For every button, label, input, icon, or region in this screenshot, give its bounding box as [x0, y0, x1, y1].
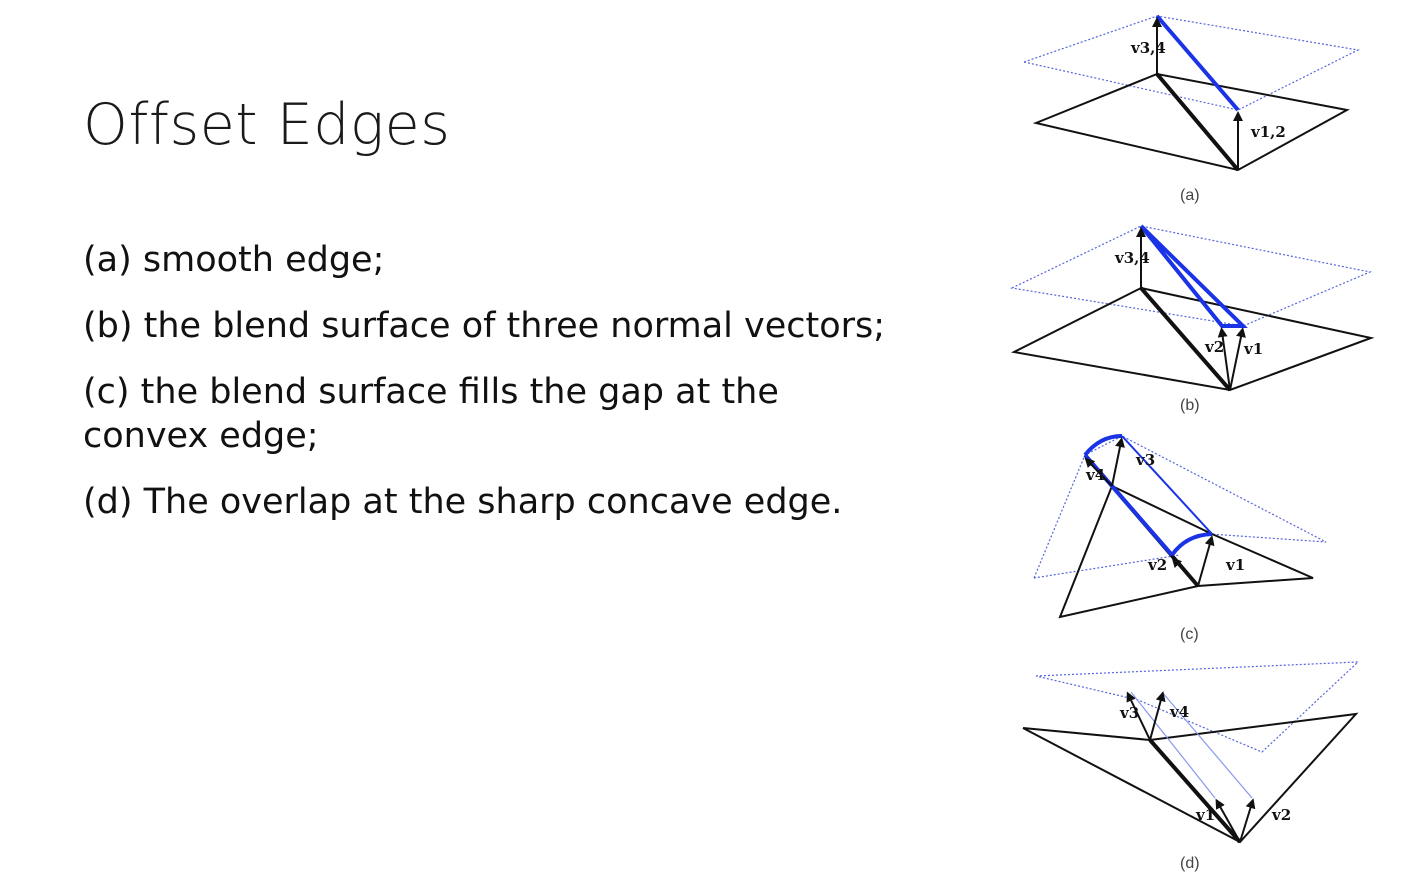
vector-v4-d	[1149, 691, 1166, 741]
label-v34-b: v3,4	[1114, 249, 1150, 267]
caption-d: (d)	[1180, 855, 1200, 872]
figure-a: v3,4 v1,2 (a)	[1021, 14, 1360, 204]
figure-b: v3,4 v2 v1 (b)	[1010, 224, 1375, 414]
blend-line-b	[1139, 224, 1248, 328]
edge-b	[1139, 286, 1232, 392]
vector-v1-d	[1215, 798, 1241, 843]
bullet-list: (a) smooth edge; (b) the blend surface o…	[83, 238, 943, 546]
label-v2-c: v2	[1147, 556, 1167, 574]
surface-a	[1032, 72, 1350, 172]
surface-c	[1058, 484, 1314, 619]
figure-c: v4 v3 v2 v1 (c)	[1033, 434, 1327, 643]
vector-v4-c	[1084, 457, 1113, 487]
blend-arc-top-c	[1083, 434, 1123, 457]
blend-line-d2	[1161, 691, 1253, 799]
vector-v2-c	[1171, 557, 1199, 587]
vector-v1-b	[1229, 327, 1246, 391]
caption-b: (b)	[1180, 397, 1200, 414]
slide-title: Offset Edges	[83, 92, 451, 158]
label-v2-b: v2	[1204, 338, 1224, 356]
offset-plane-d	[1035, 661, 1360, 753]
surface-b	[1010, 286, 1375, 392]
vector-v3-c	[1111, 437, 1125, 487]
vector-v1-c	[1197, 535, 1215, 587]
blend-line-a	[1155, 14, 1240, 112]
edge-d	[1148, 738, 1242, 844]
label-v1-b: v1	[1243, 340, 1263, 358]
blend-arc-bottom-c	[1170, 532, 1213, 557]
label-v1-d: v1	[1195, 806, 1215, 824]
vector-v2-b	[1217, 327, 1231, 391]
blend-line-c2	[1121, 435, 1213, 535]
edge-a	[1155, 72, 1240, 172]
label-v12-a: v1,2	[1250, 123, 1286, 141]
bullet-item-a: (a) smooth edge;	[83, 240, 385, 280]
offset-plane-c-base	[1033, 554, 1181, 579]
bullet-item-d: (d) The overlap at the sharp concave edg…	[83, 482, 843, 522]
offset-plane-a	[1021, 15, 1360, 111]
surface-d	[1022, 712, 1359, 844]
label-v3-c: v3	[1135, 451, 1155, 469]
label-v3-d: v3	[1119, 704, 1139, 722]
bullet-item-b: (b) the blend surface of three normal ve…	[83, 306, 886, 346]
caption-c: (c)	[1180, 626, 1199, 643]
caption-a: (a)	[1180, 187, 1200, 204]
label-v2-d: v2	[1271, 806, 1291, 824]
offset-plane-c	[1033, 435, 1327, 579]
label-v1-c: v1	[1225, 556, 1245, 574]
blend-line-d1	[1130, 691, 1216, 799]
figure-d: v3 v4 v1 v2 (d)	[1022, 661, 1360, 872]
label-v4-d: v4	[1169, 703, 1189, 721]
offset-plane-b	[1010, 225, 1373, 327]
vector-v2-d	[1239, 798, 1256, 843]
label-v34-a: v3,4	[1130, 39, 1166, 57]
label-v4-c: v4	[1085, 466, 1105, 484]
bullet-item-c: (c) the blend surface fills the gap at t…	[83, 372, 779, 456]
vector-v3-d	[1126, 691, 1151, 741]
